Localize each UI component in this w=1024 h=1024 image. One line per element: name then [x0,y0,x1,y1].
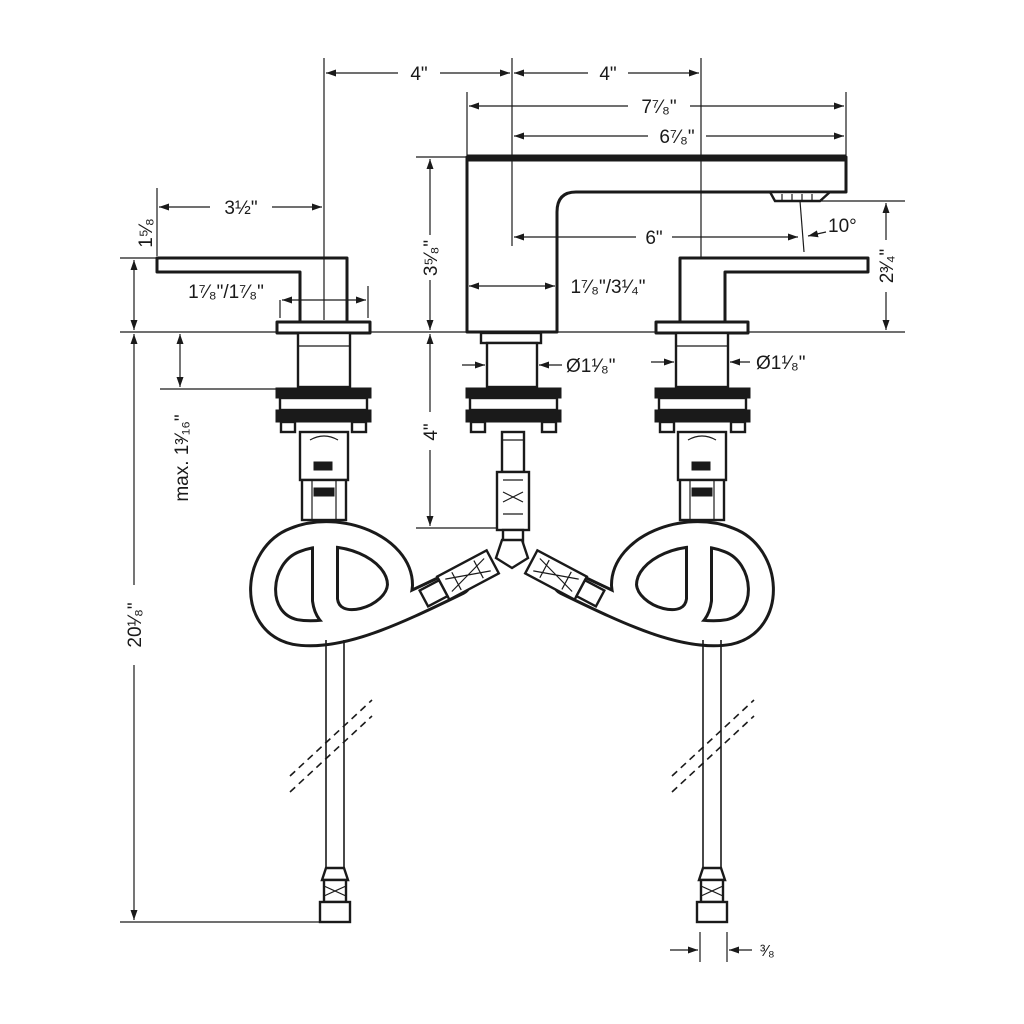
right-handle [654,256,870,522]
dim-shank-diameter-right: Ø1¹⁄₈" [756,353,805,374]
dim-spout-length-reach: 6⁷⁄₈" [659,127,694,148]
dim-handle-length: 3½" [224,198,257,219]
dim-handle-top-height: 1⁵⁄₈ [136,218,157,248]
dim-shank-diameter-spout: Ø1¹⁄₈" [566,356,615,377]
dim-spout-reach-outlet: 6" [645,228,662,249]
spout [465,154,848,546]
dim-spout-angle: 10° [828,216,857,237]
dim-handle-spacing-right: 4" [599,64,616,85]
dim-spout-height: 3⁵⁄₈" [421,240,442,276]
left-supply-line [289,640,373,924]
dim-handle-spacing-left: 4" [410,64,427,85]
dim-outlet-height: 2³⁄₄" [877,249,898,284]
dim-spout-base: 1⁷⁄₈"/3¹⁄₄" [570,277,645,298]
extension-lines [120,58,905,962]
hose-assembly [249,520,775,648]
dim-supply-connection: ³⁄₈ [760,943,775,960]
dim-max-deck-thickness: max. 1³⁄₁₆" [172,414,193,501]
left-handle [155,256,372,522]
dim-spout-length-total: 7⁷⁄₈" [641,97,676,118]
right-supply-line [671,640,755,924]
dimension-lines [130,69,890,954]
dim-handle-escutcheon: 1⁷⁄₈"/1⁷⁄₈" [188,282,264,303]
dim-spout-shank-length: 4" [421,423,442,440]
dim-supply-length: 20¹⁄₈" [125,602,146,647]
